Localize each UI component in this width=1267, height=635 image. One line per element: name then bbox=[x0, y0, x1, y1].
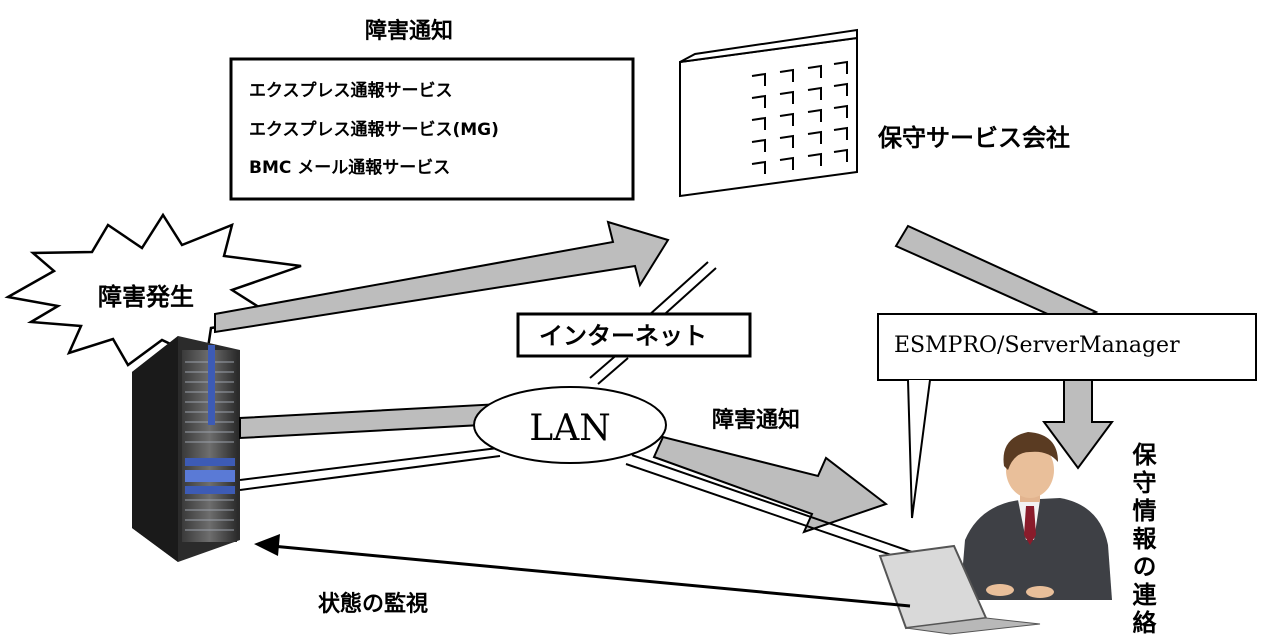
status-monitor-label: 状態の監視 bbox=[318, 591, 428, 617]
maintenance-company-label: 保守サービス会社 bbox=[877, 124, 1070, 152]
maintenance-contact-vertical: 保守情報の連絡 bbox=[1128, 442, 1157, 635]
failure-burst: 障害発生 bbox=[4, 212, 302, 367]
lan-label: LAN bbox=[529, 408, 610, 449]
maintenance-contact-label: 保守情報の連絡 bbox=[1128, 442, 1157, 635]
arrow-company-esmpro bbox=[894, 224, 1099, 326]
laptop-icon bbox=[878, 544, 1041, 635]
esmpro-box: ESMPRO/ServerManager bbox=[877, 313, 1257, 381]
arrow-lan-admin bbox=[652, 435, 889, 534]
notice-lan-label: 障害通知 bbox=[712, 407, 800, 433]
failure-burst-label: 障害発生 bbox=[98, 283, 194, 311]
arrow-to-company bbox=[214, 220, 670, 334]
arrow-esmpro-admin bbox=[1042, 379, 1114, 470]
service-item-bmc-mail: BMC メール通報サービス bbox=[249, 157, 450, 178]
server-rack-icon bbox=[132, 336, 240, 562]
server-lan-link bbox=[239, 447, 501, 491]
esmpro-callout-pointer bbox=[907, 379, 931, 519]
service-item-express-mg: エクスプレス通報サービス(MG) bbox=[249, 119, 499, 140]
notice-title-top: 障害通知 bbox=[365, 18, 453, 44]
service-item-express: エクスプレス通報サービス bbox=[249, 80, 453, 101]
building-icon bbox=[679, 28, 858, 198]
arrow-monitor-status bbox=[254, 534, 911, 608]
notification-services-box: エクスプレス通報サービス エクスプレス通報サービス(MG) BMC メール通報サ… bbox=[229, 57, 635, 201]
arrow-server-lan bbox=[239, 402, 501, 440]
internet-box: インターネット bbox=[516, 312, 752, 358]
lan-node: LAN bbox=[473, 386, 667, 464]
lan-admin-link bbox=[625, 454, 913, 561]
esmpro-label: ESMPRO/ServerManager bbox=[894, 333, 1180, 358]
internet-label: インターネット bbox=[539, 322, 707, 350]
administrator-icon bbox=[960, 432, 1112, 600]
